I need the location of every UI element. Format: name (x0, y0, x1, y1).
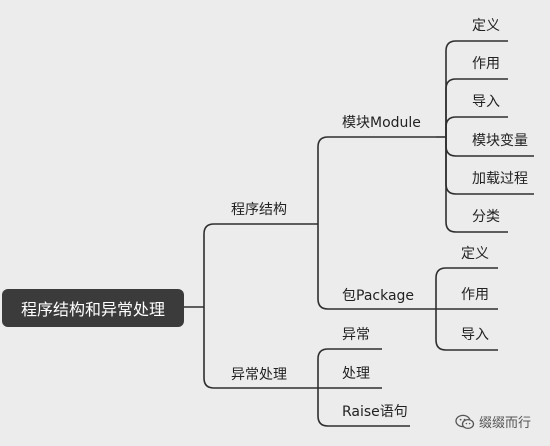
node-module-child-label: 加载过程 (472, 171, 528, 187)
node-module-child-label: 分类 (472, 209, 500, 225)
node-package-label: 包Package (342, 288, 415, 304)
node-package-child[interactable]: 导入 (461, 327, 489, 343)
node-module-child-label: 作用 (472, 56, 500, 72)
node-package-child-label: 导入 (461, 327, 489, 343)
root-node-label: 程序结构和异常处理 (20, 300, 165, 319)
node-module-child[interactable]: 定义 (472, 18, 500, 34)
node-module-child-label: 定义 (472, 18, 500, 34)
connector-package-3 (435, 309, 498, 351)
node-exception-child[interactable]: 异常 (342, 327, 370, 343)
connector-root-exception (203, 307, 318, 389)
connector-structure-module (317, 136, 436, 224)
node-exception-child-label: 处理 (342, 366, 370, 382)
node-module-child[interactable]: 作用 (472, 56, 500, 72)
node-exception-child-label: Raise语句 (342, 404, 408, 420)
watermark: 缀缀而行 (455, 412, 531, 431)
node-package-child[interactable]: 作用 (461, 287, 489, 303)
node-package[interactable]: 包Package (342, 288, 414, 304)
node-module-child-label: 模块变量 (472, 133, 528, 149)
connector-structure-package (317, 224, 436, 310)
node-exception-handling-label: 异常处理 (231, 367, 287, 383)
node-module-child-label: 导入 (472, 94, 500, 110)
connector-package-1 (435, 267, 498, 309)
connector-module-2 (445, 78, 508, 137)
node-module-label: 模块Module (342, 115, 421, 131)
connector-exception-3 (317, 388, 410, 427)
node-exception-child[interactable]: 处理 (342, 366, 370, 382)
wechat-icon (455, 414, 475, 429)
node-program-structure[interactable]: 程序结构 (231, 202, 287, 218)
watermark-text: 缀缀而行 (479, 416, 532, 431)
node-exception-child-label: 异常 (342, 327, 370, 343)
node-module-child[interactable]: 模块变量 (472, 133, 528, 149)
connector-module-3 (445, 116, 508, 137)
node-module-child[interactable]: 分类 (472, 209, 500, 225)
node-package-child-label: 作用 (461, 287, 489, 303)
node-exception-handling[interactable]: 异常处理 (231, 367, 287, 383)
connector-exception-1 (317, 348, 382, 388)
root-node[interactable]: 程序结构和异常处理 (2, 289, 184, 327)
node-package-child-label: 定义 (461, 246, 489, 262)
connector-root-structure (203, 223, 318, 307)
node-module-child[interactable]: 加载过程 (472, 171, 528, 187)
connector-module-1 (445, 40, 508, 137)
connector-module-6 (445, 137, 508, 233)
node-module[interactable]: 模块Module (342, 115, 421, 131)
node-exception-child[interactable]: Raise语句 (342, 404, 408, 420)
node-program-structure-label: 程序结构 (231, 202, 287, 218)
node-module-child[interactable]: 导入 (472, 94, 500, 110)
node-package-child[interactable]: 定义 (461, 246, 489, 262)
